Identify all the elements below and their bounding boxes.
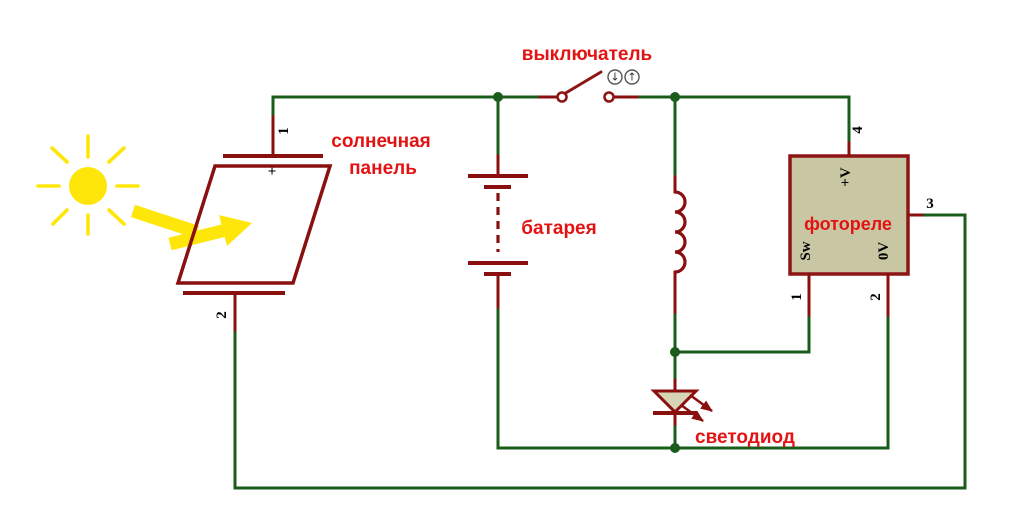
relay-pin1-number: 1 xyxy=(789,293,805,301)
relay-pin-plus-v-label: +V xyxy=(838,167,854,187)
led-symbol xyxy=(650,378,713,426)
battery-symbol xyxy=(468,154,528,309)
relay-pin4-number: 4 xyxy=(850,126,866,134)
sunlight-arrow-icon xyxy=(130,204,252,251)
junction-dots xyxy=(493,92,680,453)
relay-pin-zero-v-label: 0V xyxy=(876,242,892,261)
solar-panel-label-line2: панель xyxy=(349,158,417,179)
switch-actuator-up[interactable]: ↑ xyxy=(624,69,640,85)
sun-icon xyxy=(36,134,140,236)
battery-label: батарея xyxy=(521,218,596,239)
inductor-symbol xyxy=(673,175,687,314)
wires xyxy=(233,95,967,490)
led-label: светодиод xyxy=(695,427,795,448)
up-arrow-icon[interactable]: ↑ xyxy=(627,71,636,84)
photo-relay-label: фотореле xyxy=(804,214,892,234)
solar-panel-label-line1: солнечная xyxy=(331,131,431,152)
solar-pin2-number: 2 xyxy=(214,311,230,319)
switch-actuator-down[interactable]: ↓ xyxy=(607,69,623,85)
solar-pin1-number: 1 xyxy=(276,127,292,135)
down-arrow-icon[interactable]: ↓ xyxy=(610,71,619,84)
switch-label: выключатель xyxy=(522,44,652,65)
switch-symbol xyxy=(538,70,639,103)
photo-relay-symbol xyxy=(788,141,924,317)
relay-pin3-number: 3 xyxy=(926,196,934,212)
relay-pin2-number: 2 xyxy=(868,293,884,301)
solar-polarity-plus: + xyxy=(268,164,277,180)
solar-panel-symbol xyxy=(175,115,333,332)
relay-pin-sw-label: Sw xyxy=(798,241,814,260)
